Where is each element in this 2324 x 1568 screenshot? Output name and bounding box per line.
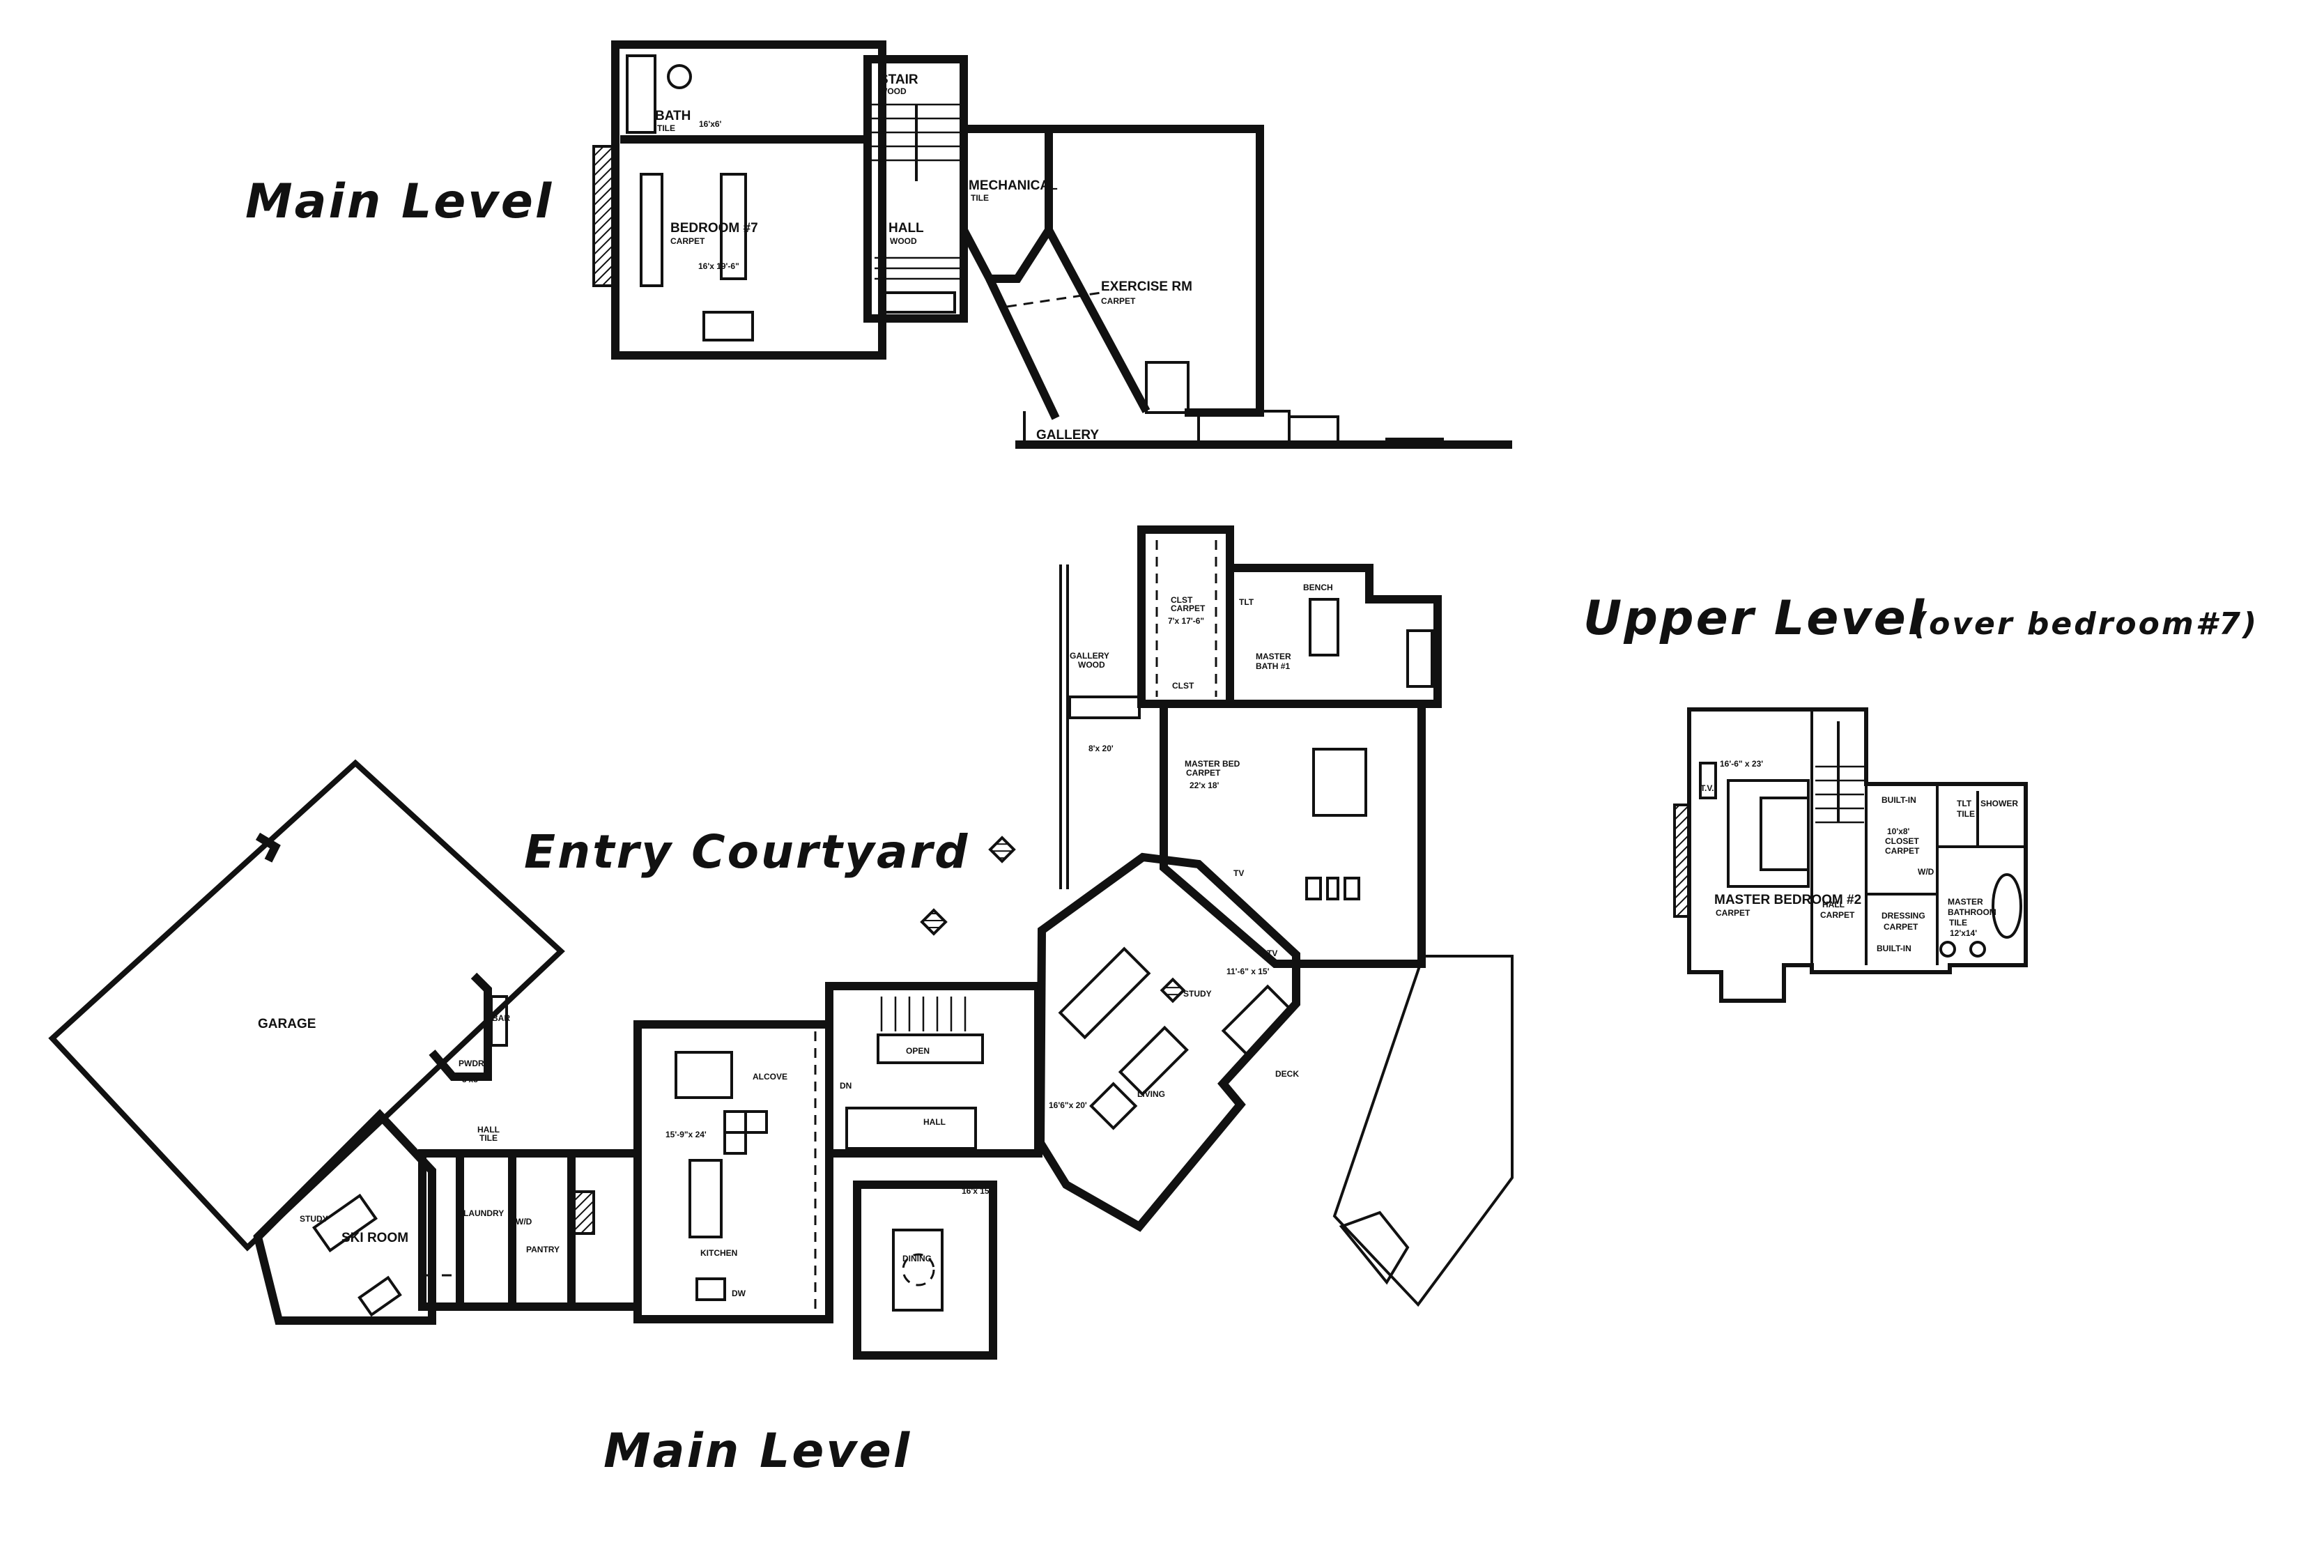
label-gallery-top: GALLERY <box>1036 428 1099 443</box>
label-closet-dims: 10'x8' <box>1887 827 1910 836</box>
label-hall: HALL <box>888 221 924 236</box>
label-master-bedroom-2: MASTER BEDROOM #2 <box>1714 893 1861 907</box>
label-study-west: STUDY <box>300 1214 328 1224</box>
label-study-dims: 11'-6" x 15' <box>1226 967 1270 976</box>
label-upper-tv: T.V. <box>1700 783 1714 793</box>
label-master-bathroom-2: BATHROOM <box>1948 907 1996 917</box>
label-wd: W/D <box>516 1217 532 1227</box>
label-study: STUDY <box>1183 989 1212 999</box>
top-floor-plan: STAIR WOOD BATH TILE 16'x6' BEDROOM #7 C… <box>592 40 1512 449</box>
main-stair <box>877 997 984 1064</box>
label-hall-west-floor: TILE <box>479 1133 498 1143</box>
label-gallery-dims: 8'x 20' <box>1088 744 1114 753</box>
label-upper-hall: HALL <box>1822 900 1845 909</box>
label-bath-dims: 16'x6' <box>699 119 722 129</box>
label-laundry: LAUNDRY <box>463 1208 504 1218</box>
title-upper-level: Upper Level <box>1583 591 1926 646</box>
label-hall-center: HALL <box>923 1117 946 1127</box>
label-dining: DINING <box>902 1254 932 1263</box>
label-upper-tlt: TLT <box>1957 799 1972 808</box>
label-alcove: ALCOVE <box>753 1072 787 1082</box>
label-garage: GARAGE <box>258 1017 316 1031</box>
label-mechanical: MECHANICAL <box>969 178 1058 193</box>
label-ski-room: SKI ROOM <box>341 1231 408 1245</box>
label-master-bathroom-dims: 12'x14' <box>1950 928 1977 938</box>
label-clst-floor: CARPET <box>1171 604 1206 613</box>
label-bedroom-floor: CARPET <box>670 236 705 246</box>
label-tlt: TLT <box>1239 597 1254 607</box>
label-master-bed-floor: CARPET <box>1186 768 1221 778</box>
label-master-bath-1: MASTER <box>1256 652 1291 661</box>
label-dn: DN <box>840 1081 852 1091</box>
upper-stair <box>1815 721 1864 824</box>
label-builtin-bottom: BUILT-IN <box>1877 944 1911 953</box>
label-master-bathroom-floor: TILE <box>1949 918 1967 928</box>
label-clst-dims: 7'x 17'-6" <box>1168 616 1204 626</box>
label-master-bath-2: BATH #1 <box>1256 661 1290 671</box>
label-pantry: PANTRY <box>526 1245 560 1254</box>
label-shower: SHOWER <box>1980 799 2018 808</box>
label-mechanical-floor: TILE <box>971 193 989 203</box>
label-dressing: DRESSING <box>1881 911 1925 921</box>
label-bedroom-7: BEDROOM #7 <box>670 221 758 236</box>
label-dining-dims: 16'x 15' <box>962 1186 992 1196</box>
label-clst-bottom: CLST <box>1172 681 1194 691</box>
label-bedroom-dims: 16'x 19'-6" <box>698 261 739 271</box>
label-hall-west: HALL <box>477 1125 500 1135</box>
upper-floor-plan: 16'-6" x 23' T.V. MASTER BEDROOM #2 CARP… <box>1673 707 2028 1003</box>
label-closet: CLOSET <box>1885 836 1919 846</box>
label-bath: BATH <box>655 109 691 123</box>
label-upper-bedroom-floor: CARPET <box>1716 908 1750 918</box>
label-upper-wd: W/D <box>1918 867 1934 877</box>
label-kitchen: KITCHEN <box>700 1248 737 1258</box>
label-dressing-floor: CARPET <box>1884 922 1918 932</box>
label-exercise-floor: CARPET <box>1101 296 1136 306</box>
label-master-bed: MASTER BED <box>1185 759 1240 769</box>
label-hall-floor: WOOD <box>890 236 917 246</box>
label-master-bed-dims: 22'x 18' <box>1190 781 1219 790</box>
label-stair: STAIR <box>879 72 918 87</box>
label-exercise-rm: EXERCISE RM <box>1101 279 1192 294</box>
label-deck: DECK <box>1275 1069 1299 1079</box>
label-kitchen-dims: 15'-9"x 24' <box>665 1130 707 1139</box>
courtyard-marker-1 <box>988 836 1016 863</box>
title-upper-level-note: (over bedroom#7) <box>1913 606 2258 642</box>
label-stair-floor: WOOD <box>879 86 907 96</box>
stair <box>871 103 962 314</box>
title-main-level-top: Main Level <box>245 174 553 229</box>
label-bench: BENCH <box>1303 583 1333 592</box>
title-main-level-bottom: Main Level <box>603 1424 911 1479</box>
label-gallery: GALLERY <box>1070 651 1109 661</box>
label-master-bathroom-1: MASTER <box>1948 897 1983 907</box>
label-gallery-floor: WOOD <box>1078 660 1105 670</box>
main-floor-plan: GARAGE PWDR 5'x5' BAR HALL TILE STUDY SK… <box>48 525 1514 1360</box>
label-bath-floor: TILE <box>657 123 675 133</box>
label-clst-top: CLST <box>1171 595 1193 605</box>
label-upper-hall-floor: CARPET <box>1820 910 1855 920</box>
label-upper-bedroom-dims: 16'-6" x 23' <box>1720 759 1763 769</box>
label-closet-floor: CARPET <box>1885 846 1920 856</box>
courtyard-marker-2 <box>920 908 948 936</box>
label-bar: BAR <box>492 1013 510 1023</box>
label-living-dims: 16'6"x 20' <box>1049 1100 1087 1110</box>
title-entry-courtyard: Entry Courtyard <box>524 825 969 879</box>
label-master-tv: TV <box>1233 868 1244 878</box>
label-study-tv: TV <box>1267 948 1277 958</box>
label-living: LIVING <box>1137 1089 1165 1099</box>
label-builtin-top: BUILT-IN <box>1881 795 1916 805</box>
label-open: OPEN <box>906 1046 930 1056</box>
label-upper-tlt-floor: TILE <box>1957 809 1975 819</box>
label-dw: DW <box>732 1289 746 1298</box>
label-pwdr-dims: 5'x5' <box>462 1075 480 1084</box>
label-pwdr: PWDR <box>459 1059 484 1068</box>
